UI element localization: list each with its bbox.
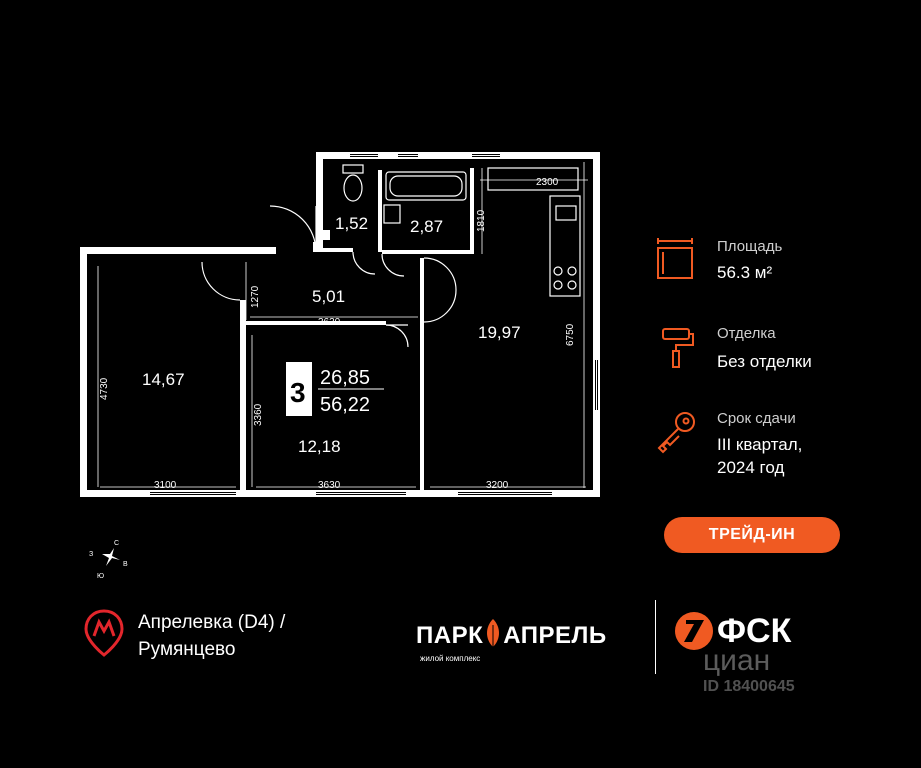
compass: С З В Ю <box>89 540 128 580</box>
cian-watermark: циан <box>703 644 771 677</box>
key-icon <box>655 410 699 459</box>
room-area-bath: 2,87 <box>410 217 443 236</box>
room-area-hall: 5,01 <box>312 287 345 306</box>
paint-roller-icon <box>655 325 697 374</box>
fsk-logo-icon <box>674 610 714 657</box>
metro-stations: Апрелевка (D4) / Румянцево <box>138 609 285 663</box>
park-logo-right: АПРЕЛЬ <box>503 622 607 649</box>
dimension-lines <box>97 162 588 488</box>
leaf-icon <box>485 619 501 656</box>
apartment-summary: 3 26,85 56,22 <box>286 362 384 416</box>
metro-line-2: Румянцево <box>138 639 236 660</box>
dim-living-height: 3360 <box>253 403 264 426</box>
park-logo-left: ПАРК <box>416 622 484 649</box>
dim-hall-width: 3630 <box>318 317 341 328</box>
living-area-value: 26,85 <box>320 367 370 389</box>
trade-in-button[interactable]: ТРЕЙД-ИН <box>664 517 840 553</box>
rooms-count: 3 <box>290 377 306 408</box>
dim-kitchen-vertical: 1810 <box>476 209 487 232</box>
cian-listing-id: ID 18400645 <box>703 678 795 695</box>
room-area-living: 12,18 <box>298 437 341 456</box>
floor-plan: 2300 1810 1270 3630 6750 4730 3360 3100 … <box>80 152 600 580</box>
room-area-bedroom: 14,67 <box>142 370 185 389</box>
fsk-logo-text: ФСК <box>717 612 792 650</box>
deadline-label: Срок сдачи <box>717 410 796 427</box>
dim-bedroom-width: 3100 <box>154 480 177 491</box>
dim-kitchen-width: 3200 <box>486 480 509 491</box>
dim-kitchen-height: 6750 <box>565 323 576 346</box>
total-area-value: 56,22 <box>320 394 370 416</box>
compass-south: Ю <box>97 573 104 580</box>
dim-living-width: 3630 <box>318 480 341 491</box>
park-logo-subtitle: жилой комплекс <box>420 654 481 663</box>
room-area-kitchen: 19,97 <box>478 323 521 342</box>
finish-label: Отделка <box>717 325 776 342</box>
compass-north: С <box>114 540 119 547</box>
room-area-wc: 1,52 <box>335 214 368 233</box>
compass-west: З <box>89 551 93 558</box>
area-label: Площадь <box>717 238 783 255</box>
area-value: 56.3 м² <box>717 263 773 282</box>
metro-line-1: Апрелевка (D4) / <box>138 612 286 633</box>
dim-hall-vertical: 1270 <box>250 285 261 308</box>
metro-icon <box>84 609 124 662</box>
logo-divider <box>655 600 656 674</box>
plumbing-fixtures <box>342 164 581 297</box>
finish-value: Без отделки <box>717 352 812 371</box>
dim-top-kitchen: 2300 <box>536 177 559 188</box>
deadline-line-1: III квартал, <box>717 435 803 454</box>
compass-east: В <box>123 561 128 568</box>
deadline-line-2: 2024 год <box>717 458 785 477</box>
floor-area-icon <box>655 238 697 285</box>
park-april-logo: ПАРК АПРЕЛЬ жилой комплекс <box>416 619 607 663</box>
dim-bedroom-height: 4730 <box>99 377 110 400</box>
